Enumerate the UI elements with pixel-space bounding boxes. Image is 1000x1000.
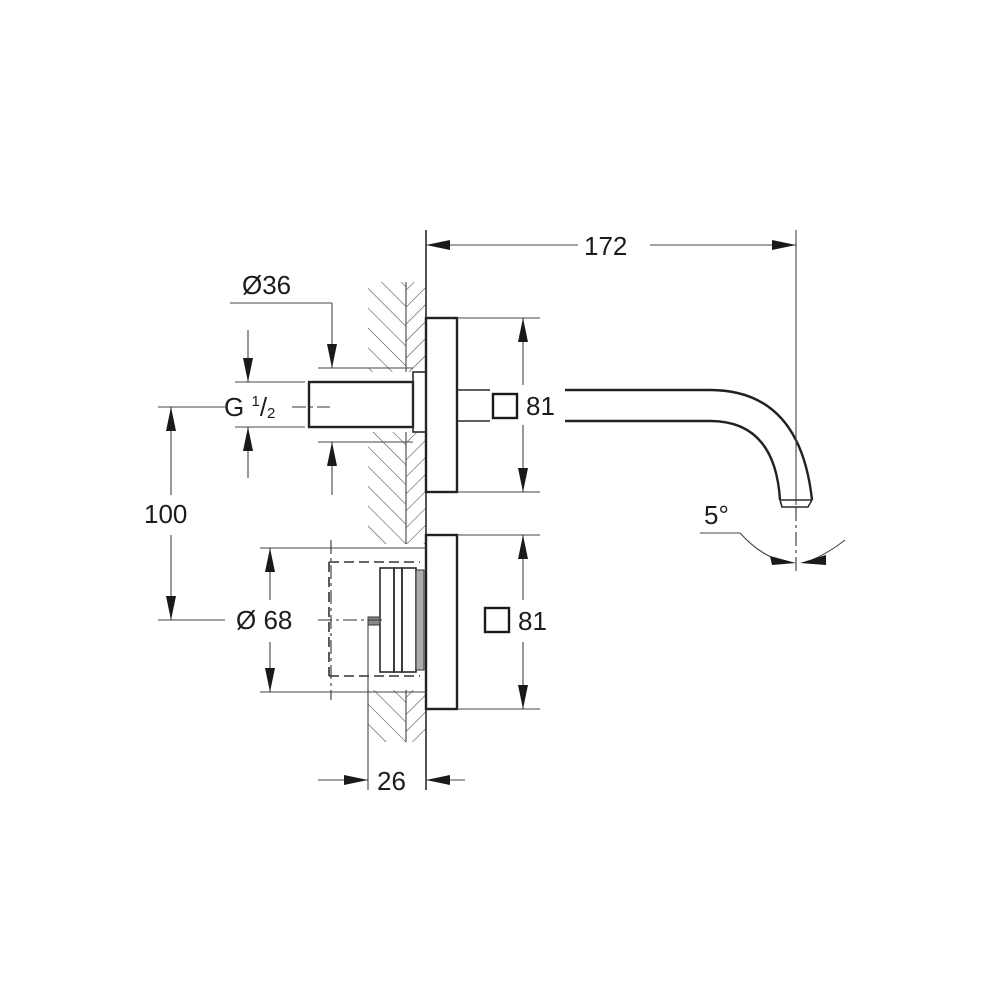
wall-section [367,230,427,790]
concealed-body [260,540,426,700]
thread-sub: 2 [267,405,276,422]
thread-sup: 1 [251,393,260,410]
thread-slash: / [259,392,268,422]
label-81-top: 81 [526,391,555,421]
label-thread: G 1/2 [222,394,277,421]
diameter-value: 68 [263,605,293,635]
label-diameter-68: Ø 68 [234,605,295,635]
top-rosette [424,316,540,494]
bottom-rosette [424,533,540,711]
diameter-symbol: Ø [236,605,257,635]
label-diameter-36: Ø36 [242,270,292,300]
dim-100 [158,406,225,621]
dim-81-top [491,318,528,492]
label-172: 172 [582,231,630,261]
dim-thread [243,330,253,478]
label-100: 100 [142,499,190,529]
dim-68 [265,548,275,692]
spout [565,230,814,575]
label-81-bottom: 81 [518,606,547,636]
dim-26 [318,775,465,785]
supply-pipe [235,367,427,443]
dim-36 [230,302,337,495]
thread-main: G [224,392,245,422]
dim-172 [426,240,796,250]
dim-angle [700,532,846,565]
label-26: 26 [377,766,406,796]
label-angle: 5° [704,500,729,530]
dim-81-bottom [483,535,528,709]
